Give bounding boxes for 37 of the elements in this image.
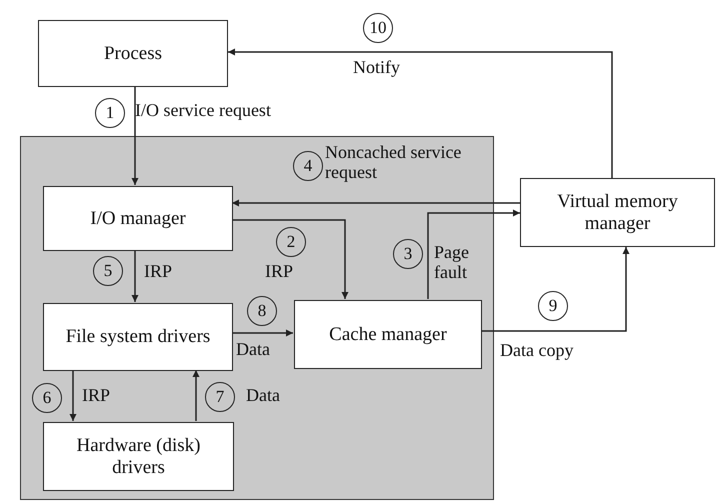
callout-number: 9 <box>538 291 568 321</box>
callout-number: 10 <box>363 13 393 43</box>
arrow <box>427 210 520 299</box>
edge-label: Notify <box>353 58 400 78</box>
arrow <box>481 247 630 332</box>
callout-number: 2 <box>276 227 306 257</box>
edge-label: Data copy <box>500 341 574 361</box>
arrow <box>228 48 613 178</box>
edge-label: Page fault <box>434 243 470 283</box>
arrow <box>232 219 348 299</box>
arrow <box>132 250 138 302</box>
edge-label: I/O service request <box>135 101 271 121</box>
callout-number: 1 <box>95 98 125 128</box>
edge-label: IRP <box>144 262 172 282</box>
manager-box: Virtual memory manager <box>520 178 715 247</box>
edge-label: Noncached service request <box>325 143 462 183</box>
edge-label: IRP <box>82 386 110 406</box>
callout-number: 5 <box>93 256 123 286</box>
arrow <box>192 370 200 421</box>
callout-number: 7 <box>205 382 235 412</box>
manager-box: Cache manager <box>294 300 482 369</box>
callout-number: 8 <box>247 296 277 326</box>
process-box: Process <box>38 20 228 87</box>
edge-label: Data <box>246 386 280 406</box>
callout-number: 3 <box>393 239 423 269</box>
arrow <box>132 87 138 185</box>
driver-box: File system drivers <box>43 303 233 371</box>
arrow <box>70 370 76 421</box>
manager-box: I/O manager <box>43 186 233 251</box>
arrow <box>232 330 293 336</box>
edge-label: IRP <box>265 262 294 282</box>
arrow <box>232 200 520 206</box>
callout-number: 4 <box>293 151 323 181</box>
panel-background <box>20 136 494 500</box>
edge-label: Data <box>236 340 270 360</box>
callout-number: 6 <box>32 383 62 413</box>
driver-box: Hardware (disk) drivers <box>43 422 234 491</box>
